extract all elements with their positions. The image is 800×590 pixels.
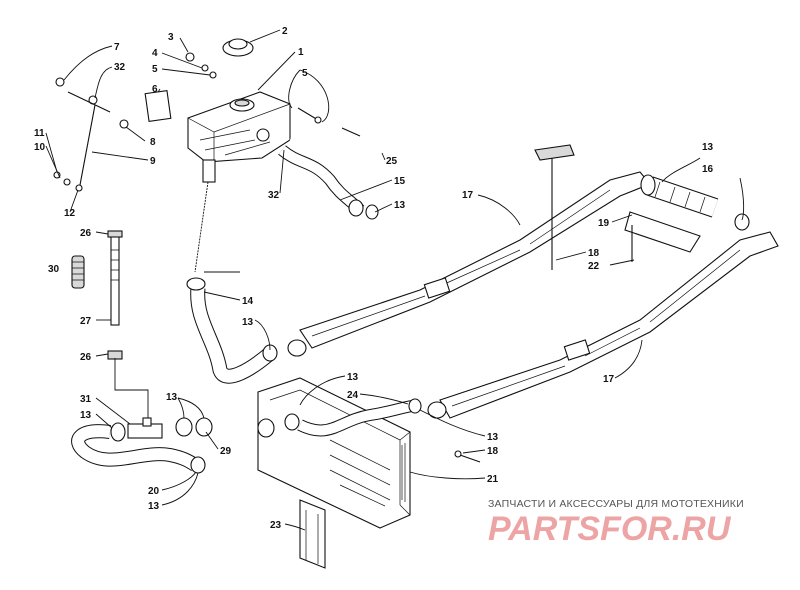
callout-18b: 18 [487,446,499,457]
callout-12: 12 [64,208,76,219]
callout-13-c: 13 [702,142,714,153]
callout-23: 24 [347,390,359,401]
leader-lines [45,29,745,531]
callout-13-f: 13 [80,410,92,421]
callout-13-e: 13 [487,432,499,443]
callout-21: 21 [487,474,499,485]
small-fasteners [53,52,361,192]
callout-20: 20 [148,486,160,497]
callout-27: 27 [80,316,92,327]
overflow-hose [289,138,389,155]
callout-2: 2 [282,26,288,37]
watermark-logo: PARTSFOR.RU [488,510,732,548]
hose-16 [640,174,750,231]
callout-18a: 18 [588,248,600,259]
watermark: ЗАПЧАСТИ И АКСЕССУАРЫ ДЛЯ МОТОТЕХНИКИ PA… [488,498,744,548]
callout-28: 30 [48,264,60,275]
callout-17b: 17 [603,374,615,385]
watermark-caption: ЗАПЧАСТИ И АКСЕССУАРЫ ДЛЯ МОТОТЕХНИКИ [488,498,744,510]
hose-clamps-left [110,417,213,474]
hose-20 [71,424,199,472]
callout-7: 7 [114,42,120,53]
upper-hose-15 [278,145,379,220]
radiator-cap [222,38,254,57]
cooler-rail-upper [287,171,651,357]
callout-26a: 26 [80,228,92,239]
callout-8: 8 [150,137,156,148]
callout-22: 22 [588,261,600,272]
callout-19: 19 [598,218,610,229]
bracket-24 [299,499,326,569]
callout-26b: 26 [80,352,92,363]
callout-32a: 32 [268,190,280,201]
callout-3: 3 [168,32,174,43]
callout-10: 10 [34,142,46,153]
callout-11: 11 [34,128,45,139]
callout-30: 31 [80,394,92,405]
callout-13-h: 13 [148,501,160,512]
callout-13-d: 13 [347,372,359,383]
bleed-tube-27 [107,230,123,360]
callout-25: 25 [386,156,398,167]
callout-17a: 17 [462,190,474,201]
spring-28 [71,255,85,289]
callout-24: 23 [270,520,282,531]
hose-14 [186,277,278,384]
hose-23 [257,398,422,438]
callout-13-b: 13 [242,317,254,328]
callout-14: 14 [242,296,254,307]
coolant-tank [187,91,291,183]
callout-numbers: 2 1 3 4 5 5 6 7 32 8 9 10 11 12 25 15 13… [34,26,714,531]
callout-29: 29 [220,446,232,457]
tank-label-plate [144,89,172,123]
callout-13-g: 13 [166,392,178,403]
t-fitting-30 [127,417,163,439]
callout-31: 32 [114,62,126,73]
callout-1: 1 [298,47,304,58]
callout-13-a: 13 [394,200,406,211]
heat-exchanger-21 [257,377,411,529]
callout-16: 16 [702,164,714,175]
callout-4: 4 [152,48,158,59]
shield-19 [624,211,701,253]
callout-5b: 5 [302,68,308,79]
callout-6: 6 [152,84,158,95]
callout-9: 9 [150,156,156,167]
cooler-rail-lower [427,231,779,419]
rod-18 [454,144,633,463]
callout-15: 15 [394,176,406,187]
callout-5a: 5 [152,64,158,75]
